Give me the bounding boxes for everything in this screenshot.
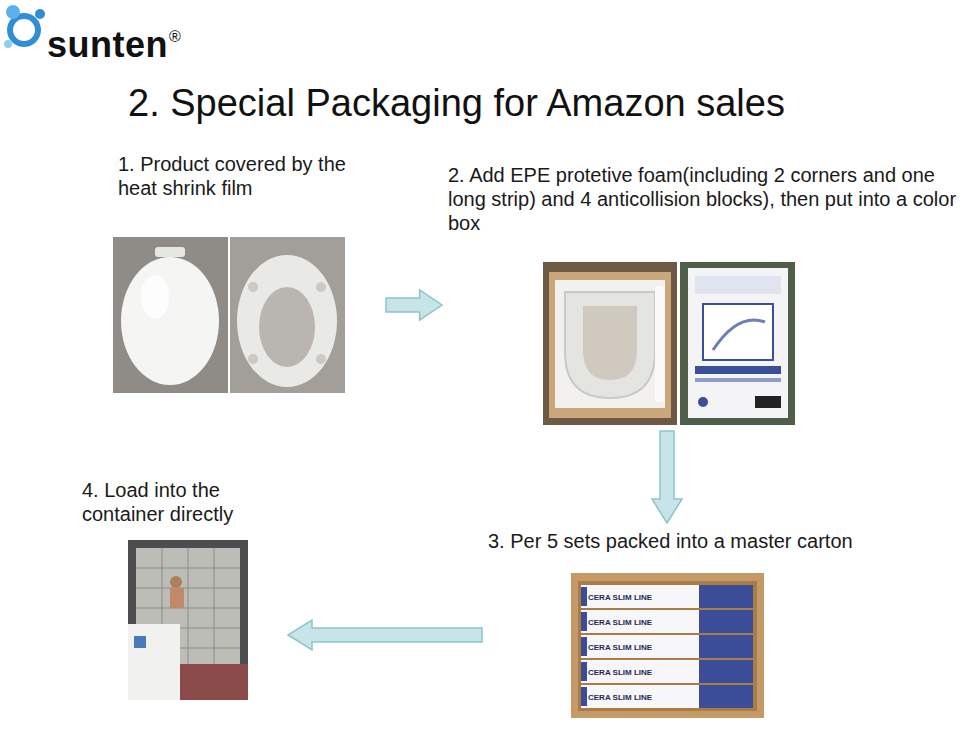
bumper xyxy=(248,282,258,292)
photo-bg xyxy=(543,262,677,425)
packing-photo xyxy=(543,262,795,425)
box-band xyxy=(695,276,781,294)
box-band xyxy=(581,587,587,606)
photo-bg xyxy=(680,262,795,425)
seat-hole xyxy=(259,287,315,367)
step-text: 3. Per 5 sets packed into a master carto… xyxy=(488,529,958,553)
box-band xyxy=(581,637,587,656)
shine xyxy=(141,275,169,319)
floor xyxy=(180,664,248,700)
color-box xyxy=(581,610,753,633)
bumper xyxy=(248,354,258,364)
worker xyxy=(170,576,182,588)
bubble xyxy=(13,19,35,41)
color-boxes xyxy=(581,585,753,708)
box-band xyxy=(581,662,587,681)
color-box xyxy=(688,268,788,418)
carton-print xyxy=(134,636,146,648)
step-node: 2. Add EPE protetive foam(including 2 co… xyxy=(448,163,972,425)
foam xyxy=(555,280,665,408)
seat-outline xyxy=(565,292,655,398)
open-seat xyxy=(237,255,337,387)
photo-bg xyxy=(230,237,345,393)
box-band xyxy=(581,687,587,706)
carton-label: CERA SLIM LINE xyxy=(588,644,652,652)
front-cartons xyxy=(128,624,180,700)
carton-label: CERA SLIM LINE xyxy=(588,594,652,602)
closed-lid xyxy=(121,257,219,385)
box-stripe xyxy=(695,378,781,382)
photo-bg xyxy=(128,540,248,700)
worker xyxy=(170,588,184,608)
box-band xyxy=(699,610,753,633)
box-graphic xyxy=(703,304,773,360)
box-band xyxy=(699,660,753,683)
step-text: 4. Load into the container directly xyxy=(82,478,282,526)
block-arrow xyxy=(652,431,682,523)
box-band xyxy=(699,585,753,608)
step-text: 2. Add EPE protetive foam(including 2 co… xyxy=(448,163,972,235)
bubble xyxy=(4,40,12,48)
carton-label: CERA SLIM LINE xyxy=(588,619,652,627)
bubble xyxy=(35,9,45,19)
hinge xyxy=(155,247,185,257)
step-text: 1. Product covered by the heat shrink fi… xyxy=(118,152,380,200)
bumper xyxy=(316,282,326,292)
container-photo xyxy=(128,540,248,700)
box-band xyxy=(581,612,587,631)
block-arrow xyxy=(288,620,482,650)
seat-hole xyxy=(583,306,637,380)
title: 2. Special Packaging for Amazon sales xyxy=(128,82,785,125)
photo-bg xyxy=(571,573,764,718)
photo-bg xyxy=(113,237,228,393)
registered-mark: ® xyxy=(169,28,181,46)
bumper xyxy=(316,354,326,364)
box-stripe xyxy=(695,366,781,374)
bubble xyxy=(6,5,20,19)
step-node: 3. Per 5 sets packed into a master carto… xyxy=(488,529,958,718)
step-node: 4. Load into the container directly xyxy=(82,478,282,700)
color-box xyxy=(581,685,753,708)
color-box xyxy=(581,660,753,683)
box-band xyxy=(699,685,753,708)
color-box xyxy=(581,635,753,658)
carton-label: CERA SLIM LINE xyxy=(588,669,652,677)
box-icon xyxy=(698,397,708,407)
color-box xyxy=(581,585,753,608)
foam-strip xyxy=(655,286,665,402)
logo-text: sunten xyxy=(47,24,168,66)
carton-inside xyxy=(578,581,757,711)
product-photo xyxy=(113,237,345,393)
box-band xyxy=(699,635,753,658)
step-node: 1. Product covered by the heat shrink fi… xyxy=(113,152,380,393)
carton-label: CERA SLIM LINE xyxy=(588,694,652,702)
box-graphic xyxy=(713,320,765,350)
logo: sunten® xyxy=(47,24,181,66)
block-arrow xyxy=(386,290,442,320)
carton xyxy=(549,272,671,418)
barcode xyxy=(755,396,781,408)
